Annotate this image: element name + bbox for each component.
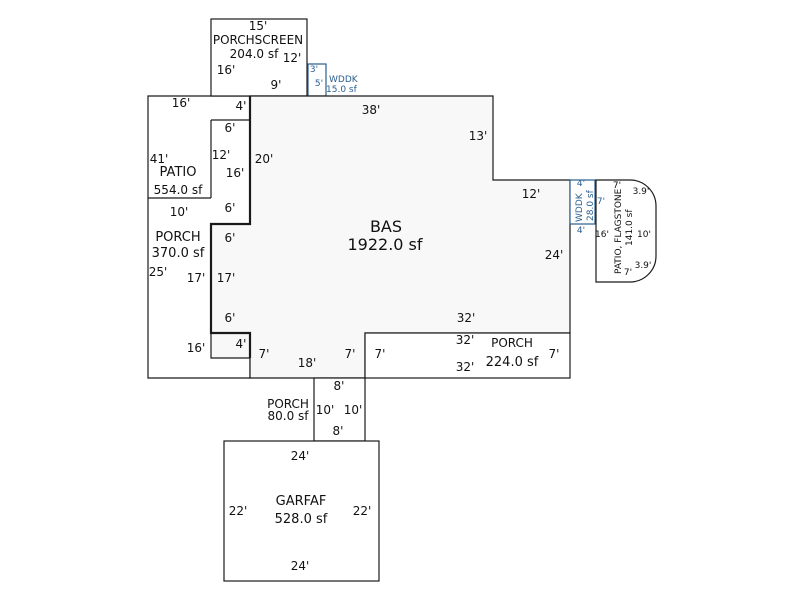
porch-small-area: 80.0 sf	[267, 409, 309, 423]
wddk-right-outline	[569, 179, 596, 225]
dim-label: 24'	[291, 449, 310, 463]
porchscreen-outline	[210, 18, 308, 97]
porch-left-name: PORCH	[155, 230, 200, 245]
patio-flag-area: 141.0 sf	[625, 209, 635, 246]
porchscreen-area: 204.0 sf	[230, 47, 279, 61]
dim-label: 7'	[613, 181, 621, 191]
porch-right-area: 224.0 sf	[486, 355, 539, 370]
dim-label: 10'	[637, 230, 651, 240]
dim-label: 4'	[577, 179, 585, 189]
dim-label: 38'	[362, 103, 381, 117]
dim-label: 13'	[469, 129, 488, 143]
bas-inner-wall	[209, 96, 252, 358]
dim-label: 16'	[217, 63, 236, 77]
dim-label: 10'	[344, 403, 363, 417]
garfaf-name: GARFAF	[276, 494, 327, 509]
dim-label: 32'	[457, 311, 476, 325]
garfaf-area: 528.0 sf	[275, 512, 328, 527]
dim-label: 3'	[310, 65, 318, 75]
dim-label: 16'	[187, 341, 206, 355]
dim-label: 16'	[226, 166, 245, 180]
dim-label: 41'	[150, 152, 169, 166]
porch-small-name: PORCH	[267, 397, 309, 411]
dim-label: 18'	[298, 356, 317, 370]
dim-label: 22'	[353, 504, 372, 518]
dim-label: 6'	[225, 201, 236, 215]
dim-label: 7'	[549, 347, 560, 361]
dim-label: 7'	[345, 347, 356, 361]
dim-label: 10'	[316, 403, 335, 417]
porch-right-name: PORCH	[491, 336, 533, 350]
dim-label: 10'	[170, 205, 189, 219]
patio-flagstone-outline	[595, 179, 657, 283]
dim-label: 4'	[236, 99, 247, 113]
dim-label: 4'	[577, 226, 585, 236]
dim-label: 17'	[187, 271, 206, 285]
dim-label: 8'	[333, 424, 344, 438]
patio-left-area: 554.0 sf	[154, 183, 203, 197]
porch-left-area: 370.0 sf	[152, 246, 205, 261]
wddk-top-area: 15.0 sf	[326, 85, 358, 95]
dim-label: 20'	[255, 152, 274, 166]
wddk-top-name: WDDK	[329, 75, 359, 85]
dim-label: 24'	[545, 248, 564, 262]
dim-label: 7'	[259, 347, 270, 361]
dim-label: 12'	[212, 148, 231, 162]
dim-label: 32'	[456, 360, 475, 374]
dim-label: 7'	[375, 347, 386, 361]
dim-label: 15'	[249, 19, 268, 33]
dim-label: 9'	[271, 78, 282, 92]
dim-label: 3.9'	[635, 261, 652, 271]
dim-label: 25'	[149, 265, 168, 279]
dim-label: 4'	[236, 337, 247, 351]
dim-label: 16'	[172, 96, 191, 110]
porch-right-outline	[364, 332, 571, 379]
dim-label: 5'	[315, 79, 323, 89]
dim-label: 3.9'	[633, 187, 650, 197]
dim-label: 7'	[624, 268, 632, 278]
dim-label: 17'	[217, 271, 236, 285]
dim-label: 6'	[225, 311, 236, 325]
patio-left-name: PATIO	[160, 165, 197, 180]
dim-label: 8'	[334, 379, 345, 393]
bas-name: BAS	[370, 217, 402, 236]
dim-label: 12'	[522, 187, 541, 201]
patio-flag-name: PATIO, FLAGSTONE	[614, 188, 624, 274]
porchscreen-name: PORCHSCREEN	[213, 33, 303, 47]
wddk-right-area: 28.0 sf	[586, 189, 596, 221]
garfaf-outline	[223, 440, 380, 582]
dim-label: 16'	[595, 230, 609, 240]
dim-label: 24'	[291, 559, 310, 573]
dim-label: 7'	[597, 197, 605, 207]
dim-label: 22'	[229, 504, 248, 518]
dim-label: 6'	[225, 231, 236, 245]
dim-label: 32'	[456, 333, 475, 347]
dim-label: 12'	[283, 51, 302, 65]
wddk-right-name: WDDK	[575, 192, 585, 222]
bas-area: 1922.0 sf	[347, 235, 422, 254]
dim-label: 6'	[225, 121, 236, 135]
porch-small-outline	[313, 377, 366, 442]
